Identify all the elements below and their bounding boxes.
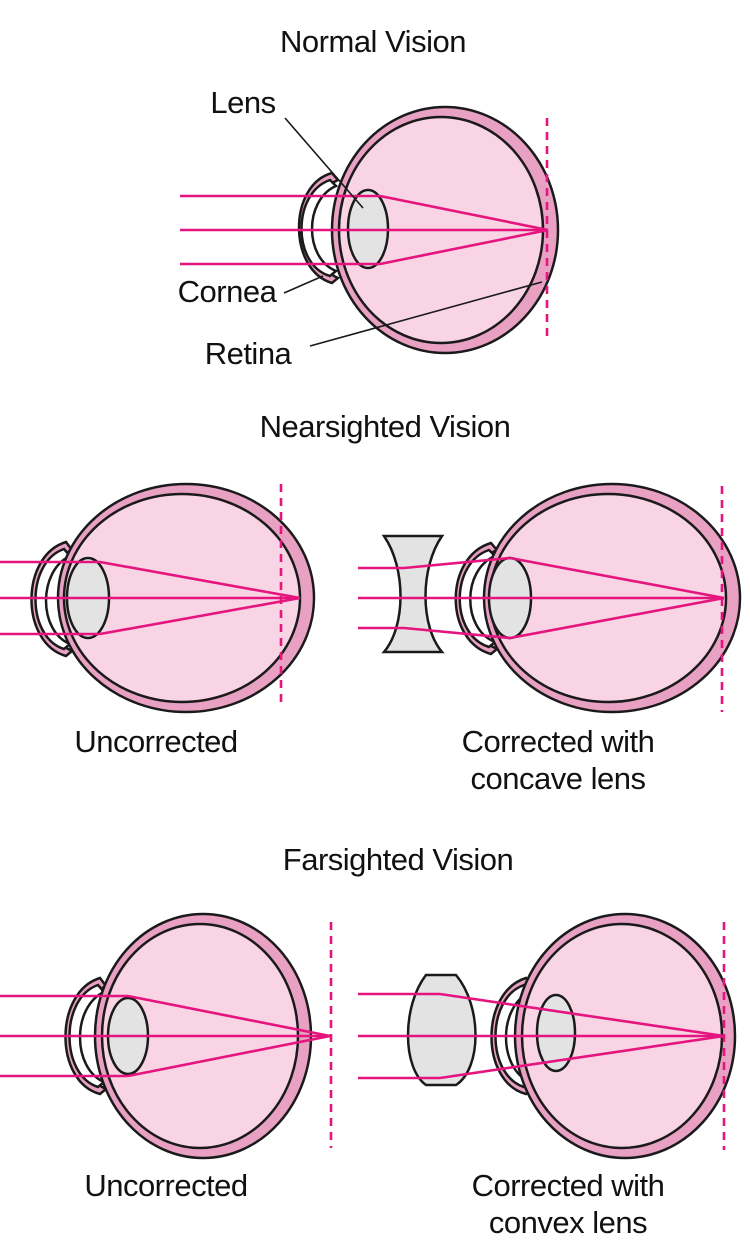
convex-correction-label-line2: convex lens (489, 1205, 647, 1240)
farsighted-vision-title: Farsighted Vision (283, 842, 513, 877)
lens-label: Lens (210, 85, 275, 120)
nearsighted-vision-title: Nearsighted Vision (260, 409, 511, 444)
cornea-inner (458, 548, 498, 649)
refracted-ray-bottom (439, 1034, 725, 1080)
converging-ray-top (99, 560, 301, 600)
converging-ray-bottom (99, 596, 301, 636)
nearsighted-vision-section: Nearsighted Vision Uncorrected (0, 409, 742, 796)
cornea-inner (34, 547, 73, 651)
converging-ray-bottom (127, 1034, 331, 1078)
normal-vision-title: Normal Vision (280, 24, 466, 59)
concave-correction-label-line1: Corrected with (462, 724, 655, 759)
converging-ray-top (127, 994, 331, 1038)
retina-leader-line (309, 281, 543, 347)
lens (535, 993, 577, 1073)
converging-ray-bottom (379, 228, 549, 266)
converging-ray-bottom (509, 596, 725, 640)
diverged-ray-bottom (403, 626, 511, 640)
concave-correction-label-line2: concave lens (471, 761, 646, 796)
diverged-ray-top (403, 556, 511, 570)
cornea-label: Cornea (178, 274, 278, 309)
concave-lens (381, 534, 445, 654)
farsighted-uncorrected-label: Uncorrected (84, 1168, 247, 1203)
normal-vision-section: Normal Vision Lens Cornea Retina (178, 24, 560, 371)
convex-lens (406, 973, 477, 1087)
refracted-ray-top (439, 992, 725, 1038)
converging-ray-top (509, 556, 725, 600)
convex-correction-label-line1: Corrected with (472, 1168, 665, 1203)
converging-ray-top (379, 194, 549, 232)
cornea-inner (68, 983, 107, 1089)
lens-leader-line (284, 117, 364, 209)
cornea-leader-line (283, 275, 324, 294)
cornea-inner (300, 178, 339, 278)
farsighted-vision-section: Farsighted Vision Uncorrected (0, 842, 737, 1240)
retina-label: Retina (205, 336, 293, 371)
nearsighted-uncorrected-label: Uncorrected (74, 724, 237, 759)
